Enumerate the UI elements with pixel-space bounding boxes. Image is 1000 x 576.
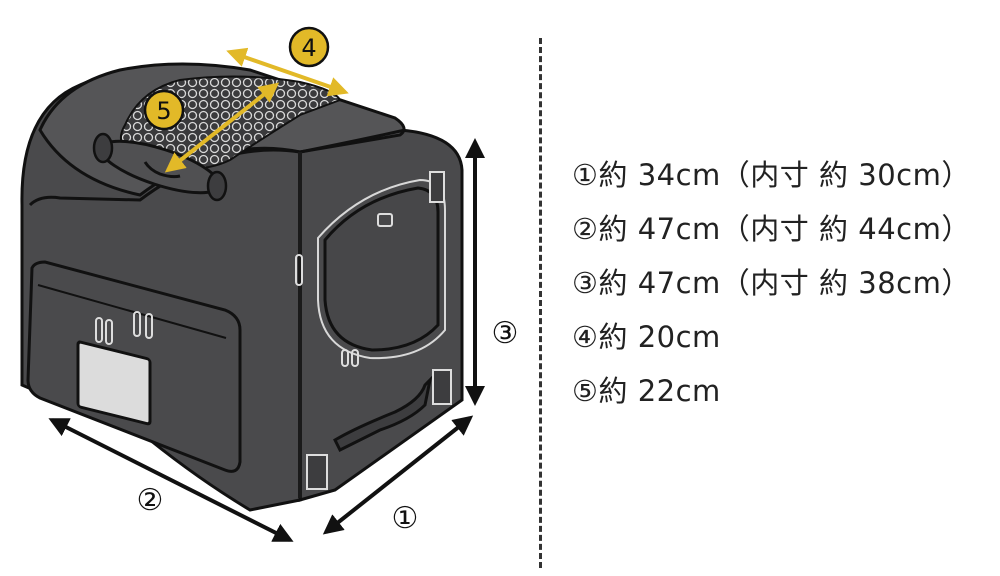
side-window-zippers bbox=[295, 213, 393, 367]
dimension-marker-1: ① bbox=[392, 501, 419, 536]
dimension-marker-3: ③ bbox=[492, 316, 519, 351]
pocket-label-patch bbox=[76, 340, 152, 426]
dimension-badge-4 bbox=[288, 26, 330, 68]
side-window bbox=[323, 186, 440, 352]
spec-item-5: ⑤約 22cm bbox=[572, 374, 721, 408]
spec-item-1: ①約 34cm（内寸 約 30cm） bbox=[572, 158, 971, 192]
dimension-marker-4: 4 bbox=[301, 34, 316, 62]
side-buckles bbox=[306, 171, 452, 490]
pocket-zipper-pulls bbox=[95, 311, 153, 345]
pet-carrier-illustration: ① ② ③ 4 5 bbox=[20, 26, 519, 542]
dimension-spec-list: ①約 34cm（内寸 約 30cm） ②約 47cm（内寸 約 44cm） ③約… bbox=[572, 148, 971, 418]
dimension-badge-5 bbox=[143, 89, 185, 131]
side-window-frame bbox=[317, 178, 446, 360]
dimension-arrow-5 bbox=[164, 82, 280, 173]
dimension-marker-5: 5 bbox=[156, 97, 171, 125]
dimension-marker-2: ② bbox=[137, 483, 164, 518]
dashed-divider bbox=[539, 38, 542, 568]
pocket-zipper bbox=[37, 284, 227, 339]
dimension-arrow-1 bbox=[322, 415, 474, 535]
spec-item-2: ②約 47cm（内寸 約 44cm） bbox=[572, 212, 971, 246]
dimension-arrow-2 bbox=[48, 418, 294, 542]
spec-item-3: ③約 47cm（内寸 約 38cm） bbox=[572, 266, 971, 300]
spec-item-4: ④約 20cm bbox=[572, 320, 721, 354]
dimension-arrow-4 bbox=[226, 47, 349, 97]
